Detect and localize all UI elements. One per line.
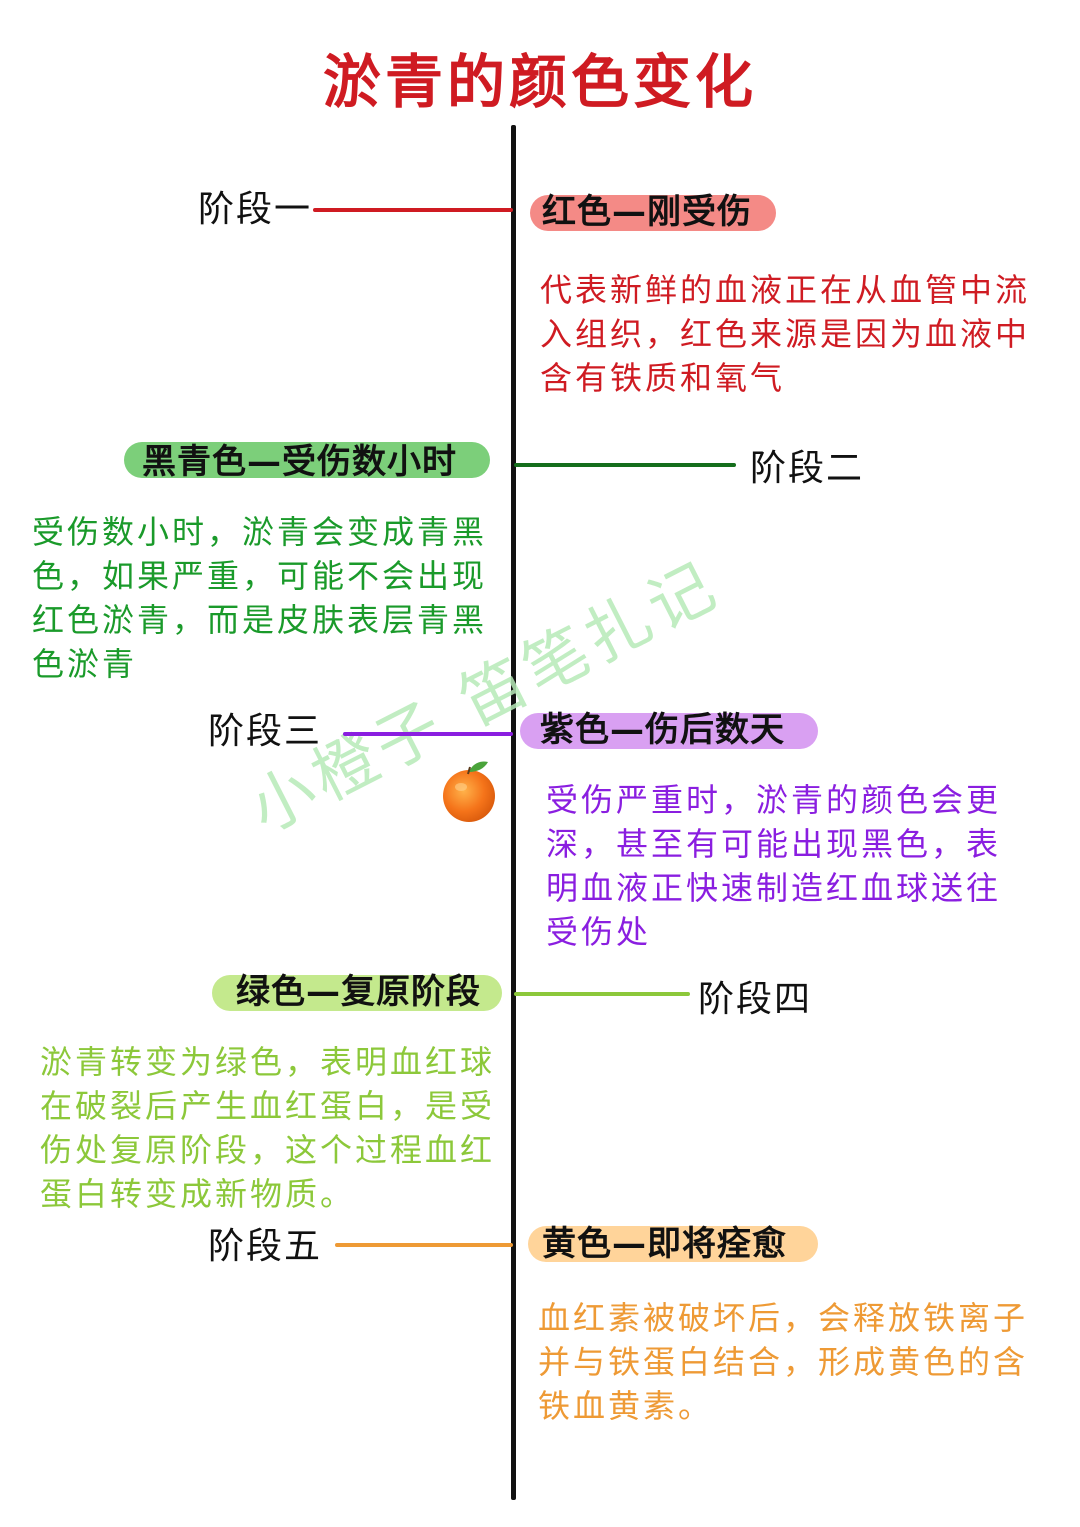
stage-4-description-line: 伤处复原阶段，这个过程血红 <box>40 1131 496 1169</box>
orange-emoji-icon <box>443 761 495 822</box>
stage-1-label: 阶段一 <box>198 189 313 230</box>
stage-1-description-line: 含有铁质和氧气 <box>540 359 786 397</box>
stage-5-description-line: 并与铁蛋白结合，形成黄色的含 <box>538 1343 1029 1381</box>
stage-4-pill <box>212 975 502 1011</box>
stage-4-description-line: 在破裂后产生血红蛋白，是受 <box>40 1087 496 1125</box>
stage-3-pill <box>520 713 818 749</box>
stage-2-description-line: 受伤数小时，淤青会变成青黑 <box>32 513 488 551</box>
stage-2-description-line: 红色淤青，而是皮肤表层青黑 <box>32 601 488 639</box>
stage-2-color-name: 黑青色—受伤数小时 <box>142 442 457 482</box>
stage-5-color-name: 黄色—即将痊愈 <box>542 1224 787 1264</box>
stage-4-description-line: 淤青转变为绿色，表明血红球 <box>40 1043 496 1081</box>
stage-1-pill <box>530 195 776 231</box>
page-title: 淤青的颜色变化 <box>322 48 757 116</box>
stage-3-connector <box>343 732 513 736</box>
stage-1-connector <box>313 208 513 212</box>
stage-3-color-name: 紫色—伤后数天 <box>540 710 785 750</box>
stage-5-label: 阶段五 <box>208 1226 323 1267</box>
stage-4-description-line: 蛋白转变成新物质。 <box>40 1175 356 1213</box>
stage-3-description-line: 明血液正快速制造红血球送往 <box>546 869 1002 907</box>
stage-2-label: 阶段二 <box>750 448 865 489</box>
stage-3-description: 受伤严重时，淤青的颜色会更 深，甚至有可能出现黑色，表 明血液正快速制造红血球送… <box>546 778 1001 954</box>
stage-2-description-line: 色，如果严重，可能不会出现 <box>32 557 488 595</box>
stage-1-description: 代表新鲜的血液正在从血管中流 入组织，红色来源是因为血液中 含有铁质和氧气 <box>540 268 1030 400</box>
stage-5-connector <box>335 1243 513 1247</box>
stage-2-connector <box>514 463 736 467</box>
timeline-axis <box>511 125 516 1500</box>
stage-3-description-line: 受伤严重时，淤青的颜色会更 <box>546 781 1002 819</box>
stage-4-color-name: 绿色—复原阶段 <box>236 972 481 1012</box>
stage-4-connector <box>514 992 690 996</box>
stage-1-description-line: 入组织，红色来源是因为血液中 <box>540 315 1031 353</box>
stage-2-description: 受伤数小时，淤青会变成青黑 色，如果严重，可能不会出现 红色淤青，而是皮肤表层青… <box>32 510 487 686</box>
stage-1-color-name: 红色—刚受伤 <box>542 192 752 232</box>
stage-5-description-line: 血红素被破坏后，会释放铁离子 <box>538 1299 1029 1337</box>
stage-4-description: 淤青转变为绿色，表明血红球 在破裂后产生血红蛋白，是受 伤处复原阶段，这个过程血… <box>40 1040 495 1216</box>
stage-2-description-line: 色淤青 <box>32 645 138 683</box>
stage-2-pill <box>124 442 490 478</box>
stage-3-label: 阶段三 <box>208 711 323 752</box>
stage-5-description-line: 铁血黄素。 <box>538 1387 714 1425</box>
stage-3-description-line: 深，甚至有可能出现黑色，表 <box>546 825 1002 863</box>
stage-4-label: 阶段四 <box>698 979 813 1020</box>
stage-5-pill <box>528 1226 818 1262</box>
stage-1-description-line: 代表新鲜的血液正在从血管中流 <box>540 271 1031 309</box>
stage-5-description: 血红素被破坏后，会释放铁离子 并与铁蛋白结合，形成黄色的含 铁血黄素。 <box>538 1296 1028 1428</box>
stage-3-description-line: 受伤处 <box>546 913 652 951</box>
